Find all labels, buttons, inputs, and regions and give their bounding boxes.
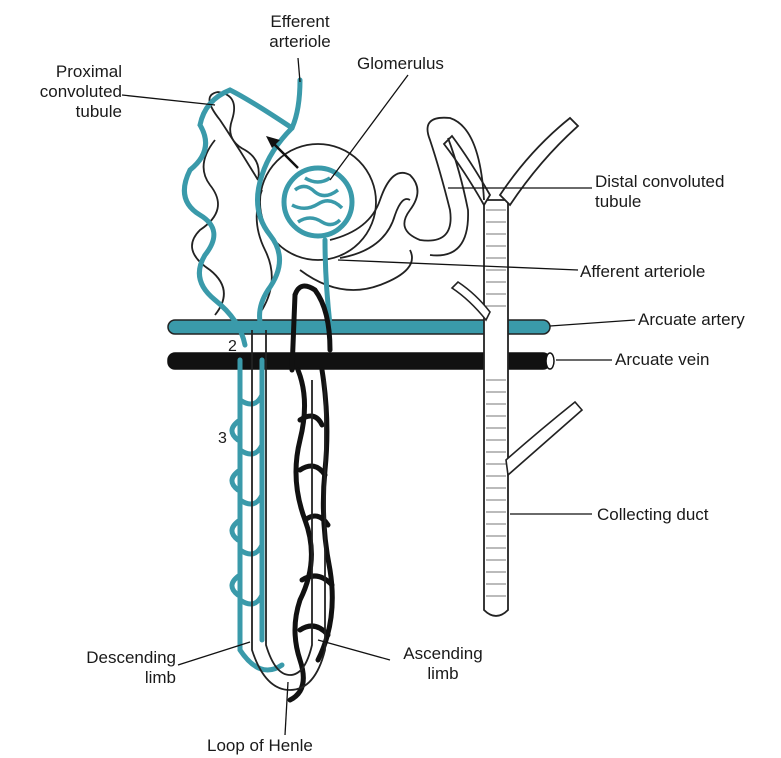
marker-2: 2 xyxy=(228,338,237,356)
label-distal-convoluted-tubule: Distal convoluted tubule xyxy=(595,172,724,212)
label-efferent-arteriole: Efferent arteriole xyxy=(250,12,350,52)
marker-3: 3 xyxy=(218,430,227,448)
label-afferent-arteriole: Afferent arteriole xyxy=(580,262,705,282)
label-proximal-convoluted-tubule: Proximal convoluted tubule xyxy=(18,62,122,122)
glomerulus-tuft xyxy=(284,168,352,236)
label-glomerulus: Glomerulus xyxy=(357,54,444,74)
label-ascending-limb: Ascending limb xyxy=(388,644,498,684)
label-loop-of-henle: Loop of Henle xyxy=(207,736,313,756)
label-descending-limb: Descending limb xyxy=(50,648,176,688)
label-collecting-duct: Collecting duct xyxy=(597,505,709,525)
label-arcuate-vein: Arcuate vein xyxy=(615,350,710,370)
label-arcuate-artery: Arcuate artery xyxy=(638,310,745,330)
